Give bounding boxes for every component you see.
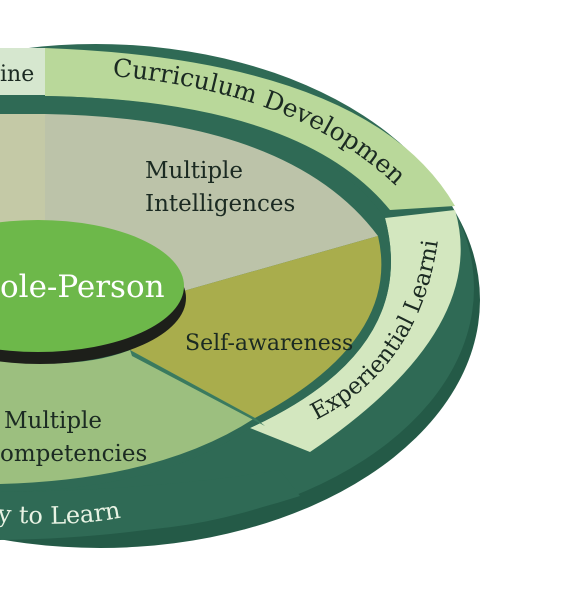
label-self-awareness: Self-awareness xyxy=(185,331,353,356)
label-top-left-fragment: ine xyxy=(0,62,34,87)
label-multiple-intelligences-1: Multiple xyxy=(145,158,243,184)
label-multiple-competencies-1: Multiple xyxy=(4,408,102,434)
segment-self-awareness xyxy=(130,236,382,418)
outer-band-experiential xyxy=(250,210,461,452)
label-multiple-competencies-2: ompetencies xyxy=(0,441,147,467)
outer-band-bottom xyxy=(0,470,300,540)
outer-band-top-left xyxy=(0,48,45,95)
label-whole-person: ole-Person xyxy=(0,269,165,305)
segment-divider-shadow xyxy=(130,350,265,426)
label-multiple-intelligences-2: Intelligences xyxy=(145,191,295,217)
segment-left-top xyxy=(0,114,45,232)
outer-band-curriculum xyxy=(45,48,455,210)
center-hub xyxy=(0,220,186,364)
